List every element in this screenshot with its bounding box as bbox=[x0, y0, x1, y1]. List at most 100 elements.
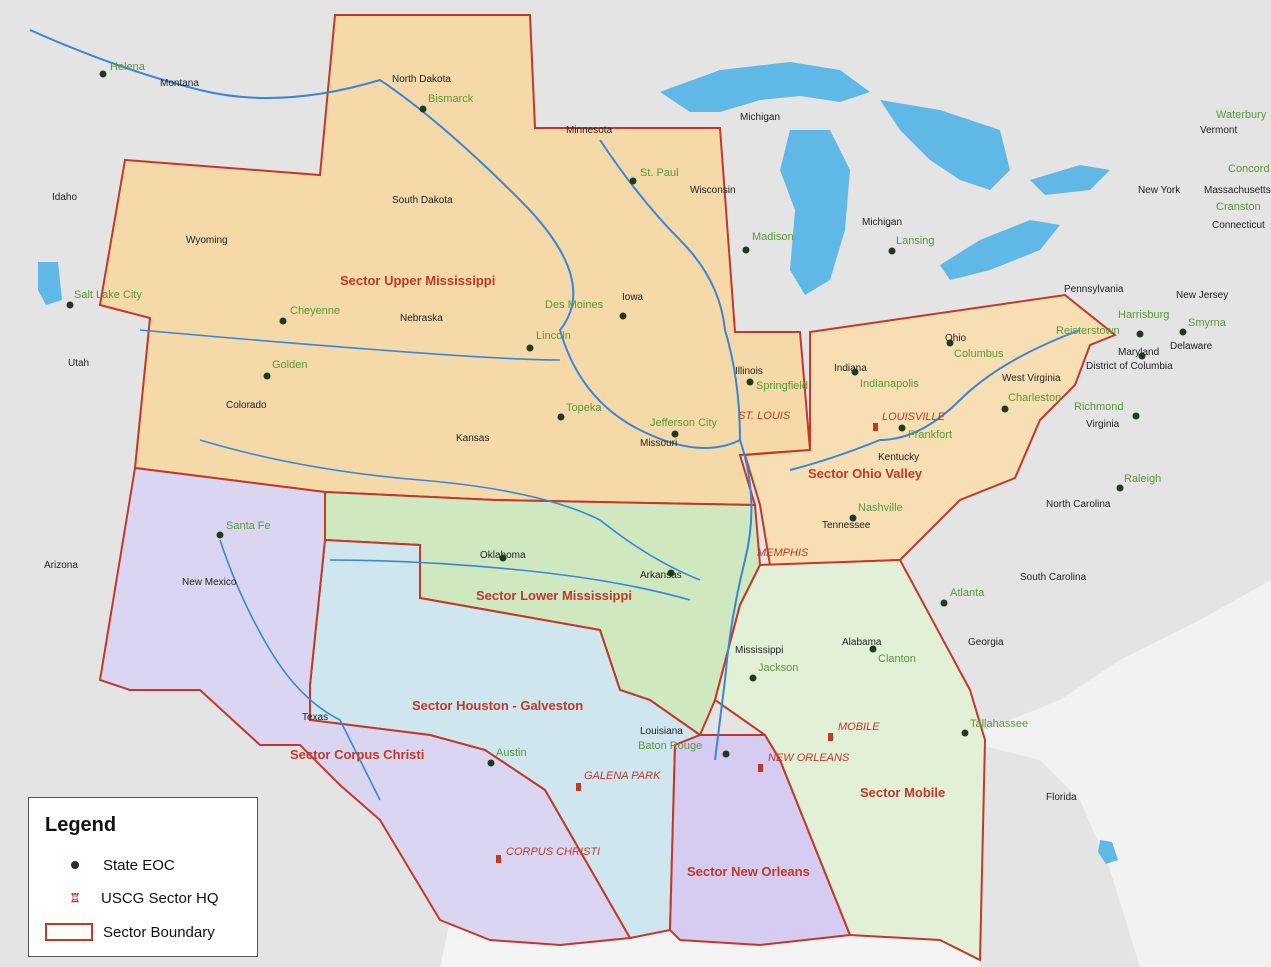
city-label: Harrisburg bbox=[1118, 309, 1169, 321]
city-label: Golden bbox=[272, 359, 307, 371]
sector-label: Sector Lower Mississippi bbox=[476, 588, 632, 603]
state-label: North Carolina bbox=[1046, 499, 1111, 510]
hq-marker-icon bbox=[828, 733, 833, 741]
legend-item-uscg: ♖ USCG Sector HQ bbox=[45, 886, 219, 910]
city-label: Austin bbox=[496, 747, 527, 759]
sector-label: Sector Upper Mississippi bbox=[340, 273, 495, 288]
legend: Legend State EOC ♖ USCG Sector HQ Sector… bbox=[28, 797, 258, 957]
city-label: Lincoln bbox=[536, 330, 571, 342]
sector-label: Sector Ohio Valley bbox=[808, 466, 923, 481]
city-label: Smyrna bbox=[1188, 317, 1227, 329]
state-label: Montana bbox=[160, 78, 199, 89]
great-salt-lake bbox=[38, 262, 62, 305]
rio-grande bbox=[219, 539, 381, 801]
city-label: Cheyenne bbox=[290, 305, 340, 317]
city-label: Clanton bbox=[878, 653, 916, 665]
eoc-dot bbox=[946, 339, 954, 347]
state-label: Nebraska bbox=[400, 313, 443, 324]
state-label: Wisconsin bbox=[690, 185, 736, 196]
state-label: North Dakota bbox=[392, 74, 451, 85]
hq-marker-icon bbox=[576, 783, 581, 791]
city-label: Charleston bbox=[1008, 392, 1061, 404]
lake-huron bbox=[880, 100, 1010, 190]
state-label: Delaware bbox=[1170, 341, 1213, 352]
eoc-dot bbox=[499, 554, 507, 562]
red-river bbox=[329, 559, 691, 601]
eoc-dot bbox=[419, 105, 427, 113]
hq-label: MOBILE bbox=[838, 721, 880, 733]
city-labels: Helena Bismarck St. Paul Madison Lansing… bbox=[66, 61, 1270, 767]
eoc-dot bbox=[619, 312, 627, 320]
eoc-dot bbox=[66, 301, 74, 309]
state-label: Tennessee bbox=[822, 520, 871, 531]
city-label: Salt Lake City bbox=[74, 289, 142, 301]
city-label: Atlanta bbox=[950, 587, 985, 599]
sector-label: Sector Mobile bbox=[860, 785, 945, 800]
city-label: Des Moines bbox=[545, 299, 604, 311]
legend-item-boundary: Sector Boundary bbox=[45, 920, 215, 944]
lake-superior bbox=[660, 62, 870, 112]
state-label: Pennsylvania bbox=[1064, 284, 1124, 295]
state-label: Kentucky bbox=[878, 452, 919, 463]
city-label: Topeka bbox=[566, 402, 602, 414]
state-label: South Carolina bbox=[1020, 572, 1087, 583]
state-label: Iowa bbox=[622, 292, 644, 303]
city-label: Columbus bbox=[954, 348, 1004, 360]
eoc-dot bbox=[667, 569, 675, 577]
state-label: Colorado bbox=[226, 400, 267, 411]
city-label: Concord bbox=[1228, 163, 1270, 175]
eoc-dot bbox=[1136, 330, 1144, 338]
state-label: Michigan bbox=[862, 217, 902, 228]
state-label: Minnesota bbox=[566, 125, 613, 136]
state-label: Ohio bbox=[945, 333, 967, 344]
sector-corpus-christi-area bbox=[98, 466, 632, 947]
hq-label: ST. LOUIS bbox=[738, 410, 791, 422]
eoc-dot bbox=[99, 70, 107, 78]
arkansas-river bbox=[199, 439, 701, 581]
city-label: St. Paul bbox=[640, 167, 679, 179]
eoc-dot bbox=[1138, 352, 1146, 360]
state-label: Illinois bbox=[735, 366, 763, 377]
state-label: Florida bbox=[1046, 792, 1077, 803]
sector-labels: Sector Upper Mississippi Sector Ohio Val… bbox=[290, 273, 945, 879]
eoc-dot bbox=[557, 413, 565, 421]
eoc-dot bbox=[898, 424, 906, 432]
eoc-dot bbox=[216, 531, 224, 539]
legend-label: USCG Sector HQ bbox=[101, 889, 219, 907]
city-label: Cranston bbox=[1216, 201, 1261, 213]
city-label: Springfield bbox=[756, 380, 808, 392]
eoc-dot-icon bbox=[71, 861, 79, 869]
eoc-dot bbox=[749, 674, 757, 682]
state-label: Wyoming bbox=[186, 235, 228, 246]
city-label: Helena bbox=[110, 61, 146, 73]
state-label: Kansas bbox=[456, 433, 489, 444]
hq-marker-icon bbox=[496, 855, 501, 863]
eoc-dot bbox=[851, 368, 859, 376]
state-label: South Dakota bbox=[392, 195, 453, 206]
state-label: Utah bbox=[68, 358, 89, 369]
eoc-dot bbox=[888, 247, 896, 255]
city-label: Raleigh bbox=[1124, 473, 1161, 485]
ohio-river bbox=[789, 329, 1081, 471]
upper-mississippi-river bbox=[599, 139, 741, 441]
eoc-dot bbox=[1132, 412, 1140, 420]
hq-markers: ST. LOUIS LOUISVILLE MEMPHIS MOBILE NEW … bbox=[496, 410, 946, 863]
state-label: Georgia bbox=[968, 637, 1004, 648]
sector-mobile-area bbox=[713, 558, 987, 962]
uscg-hq-icon: ♖ bbox=[69, 891, 81, 905]
state-label: Mississippi bbox=[735, 645, 783, 656]
eoc-dot bbox=[263, 372, 271, 380]
legend-label: State EOC bbox=[103, 856, 175, 874]
state-label: Arkansas bbox=[640, 570, 682, 581]
eoc-dot bbox=[722, 750, 730, 758]
city-label: Baton Rouge bbox=[638, 740, 702, 752]
sector-ohio-valley-area bbox=[743, 293, 1117, 567]
city-label: Frankfort bbox=[908, 429, 952, 441]
eoc-dot bbox=[742, 246, 750, 254]
atlantic-shoreline bbox=[960, 580, 1271, 967]
eoc-dot bbox=[961, 729, 969, 737]
city-label: Lansing bbox=[896, 235, 935, 247]
hq-label: GALENA PARK bbox=[584, 770, 661, 782]
city-label: Santa Fe bbox=[226, 520, 271, 532]
state-label: New York bbox=[1138, 185, 1181, 196]
